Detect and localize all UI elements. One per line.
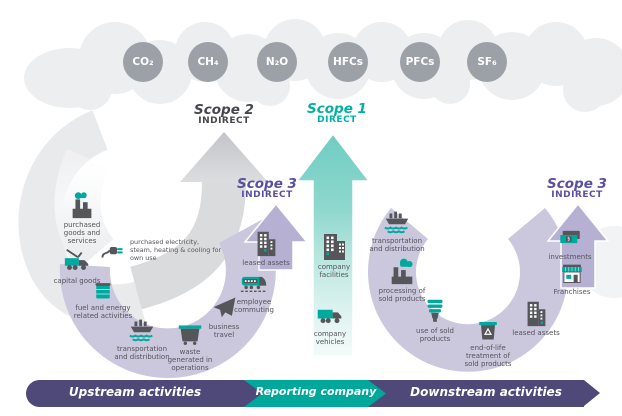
gas-label: CH₄: [197, 56, 219, 68]
gas-badge-pfcs: PFCs: [400, 42, 440, 82]
item-label: company vehicles: [313, 330, 347, 347]
gas-badge-co2: CO₂: [123, 42, 163, 82]
footer-bar-arrow-tip: [584, 380, 600, 406]
item-capital-goods: capital goods: [53, 246, 101, 285]
scope3-upstream-label: Scope 3 INDIRECT: [207, 177, 327, 201]
item-label: investments: [548, 253, 592, 261]
item-purchased-energy: purchased electricity, steam, heating & …: [100, 238, 222, 264]
item-leased-assets-downstream: leased assets: [506, 298, 566, 337]
footer-upstream-label: Upstream activities: [68, 385, 202, 399]
item-label: leased assets: [242, 259, 290, 267]
item-label: end-of-life treatment of sold products: [464, 344, 512, 369]
item-company-facilities: company facilities: [308, 230, 360, 279]
crane-truck-icon: [64, 248, 89, 270]
truck-icon: [317, 309, 342, 324]
item-label: business travel: [208, 323, 240, 340]
item-franchises: Franchises: [546, 261, 598, 296]
footer-downstream-label: Downstream activities: [410, 385, 562, 399]
oil-drum-icon: [95, 283, 111, 299]
train-icon: [240, 276, 268, 292]
gas-label: SF₆: [477, 56, 497, 68]
svg-text:$: $: [567, 237, 570, 243]
cfl-bulb-icon: [427, 299, 443, 322]
scope1-title: Scope 1: [307, 101, 367, 117]
building-icon: [324, 234, 345, 260]
airplane-icon: [213, 297, 236, 318]
item-label: processing of sold products: [378, 287, 426, 304]
money-icon: $: [560, 230, 580, 244]
item-processing: processing of sold products: [374, 256, 430, 303]
item-use-sold-products: use of sold products: [410, 296, 460, 343]
item-label: purchased electricity, steam, heating & …: [130, 238, 222, 262]
scope3-downstream-arrow: [546, 202, 610, 289]
item-end-of-life: end-of-life treatment of sold products: [460, 315, 516, 368]
scope3-kind: INDIRECT: [551, 190, 603, 201]
scope3-title: Scope 3: [547, 176, 607, 192]
item-label: employee commuting: [234, 298, 274, 315]
cloud-factory-icon: [391, 258, 413, 285]
ship-icon: [384, 211, 409, 234]
gas-label: HFCs: [333, 56, 363, 68]
plug-icon: [101, 246, 123, 258]
gas-badge-ch4: CH₄: [188, 42, 228, 82]
gas-label: PFCs: [405, 56, 435, 68]
scope1-kind: DIRECT: [317, 115, 357, 126]
item-employee-commuting: employee commuting: [226, 269, 282, 314]
scope3-title: Scope 3: [237, 176, 297, 192]
item-label: transportation and distribution: [114, 345, 170, 362]
item-fuel-energy: fuel and energy related activities: [73, 279, 133, 320]
building-icon: [257, 231, 276, 257]
gas-badge-n2o: N₂O: [257, 42, 297, 82]
item-label: use of sold products: [416, 327, 454, 344]
downstream-arc: [368, 208, 568, 372]
item-label: waste generated in operations: [167, 348, 213, 373]
scope2-kind: INDIRECT: [198, 116, 250, 127]
item-investments: $ investments: [542, 226, 598, 261]
item-label: transportation and distribution: [369, 237, 425, 254]
dumpster-icon: [178, 325, 202, 345]
scope1-label: Scope 1 DIRECT: [277, 102, 397, 126]
item-waste: waste generated in operations: [163, 317, 217, 372]
factory-icon: [72, 192, 92, 219]
item-purchased-goods: purchased goods and services: [56, 190, 108, 245]
clouds-band: [24, 19, 622, 112]
item-transport-downstream: transportation and distribution: [368, 206, 426, 253]
item-label: capital goods: [53, 277, 101, 285]
ship-icon: [129, 319, 154, 342]
item-label: leased assets: [512, 329, 560, 337]
upstream-arc: [59, 219, 276, 379]
storefront-icon: [562, 264, 582, 284]
gas-label: N₂O: [265, 56, 289, 68]
building-icon: [527, 301, 546, 327]
recycle-bin-icon: [479, 322, 497, 340]
item-label: purchased goods and services: [63, 221, 101, 246]
item-label: fuel and energy related activities: [73, 304, 133, 321]
item-label: company facilities: [317, 263, 351, 280]
gas-label: CO₂: [132, 56, 154, 68]
gas-badge-sf6: SF₆: [467, 42, 507, 82]
gas-badge-hfcs: HFCs: [328, 42, 368, 82]
item-transport-upstream: transportation and distribution: [112, 314, 172, 361]
scope2-arrow-head: [180, 132, 268, 182]
scope2-title: Scope 2: [194, 102, 254, 118]
scope3-kind: INDIRECT: [241, 190, 293, 201]
footer-reporting-label: Reporting company: [255, 385, 377, 398]
item-business-travel: business travel: [200, 294, 248, 339]
scope3-downstream-label: Scope 3 INDIRECT: [517, 177, 622, 201]
scope2-label: Scope 2 INDIRECT: [164, 103, 284, 127]
footer-reporting-segment: [244, 380, 386, 407]
item-company-vehicles: company vehicles: [304, 301, 356, 346]
item-leased-assets-upstream: leased assets: [235, 228, 297, 267]
scope2-arrow-tail: [129, 179, 247, 310]
item-label: Franchises: [553, 288, 591, 296]
